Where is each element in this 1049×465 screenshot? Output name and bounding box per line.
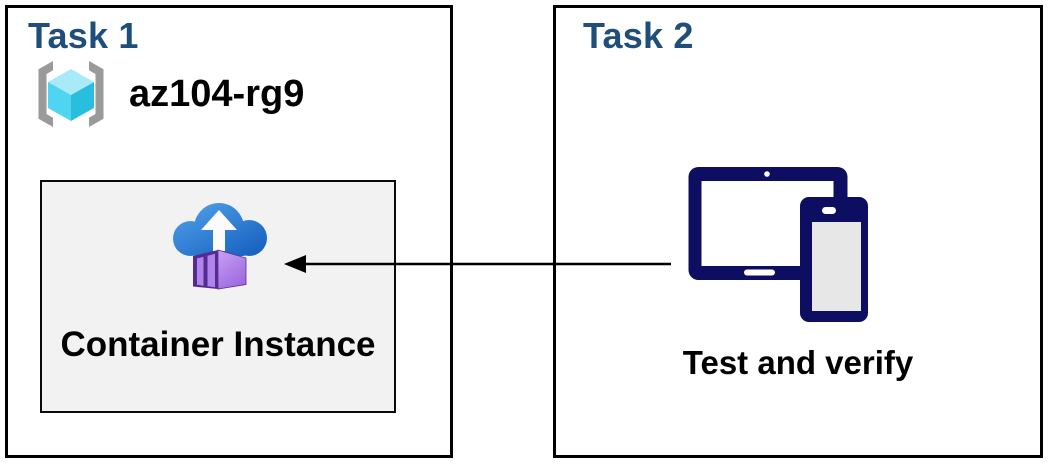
resource-group-name: az104-rg9 — [129, 72, 305, 115]
test-verify-label: Test and verify — [682, 344, 914, 381]
phone-icon — [800, 197, 868, 322]
azure-resource-group-icon — [38, 61, 104, 127]
task2-title: Task 2 — [583, 15, 694, 56]
container-instance-label: Container Instance — [60, 325, 376, 364]
container-instance-box: Container Instance — [40, 180, 396, 413]
container-box-shape — [193, 249, 247, 290]
resource-group: az104-rg9 — [33, 61, 304, 127]
azure-container-instances-icon — [173, 203, 267, 290]
tablet-and-phone-devices-icon — [688, 167, 868, 322]
task2-box: Task 2 Test and verify — [553, 5, 1043, 458]
task1-box: Task 1 az104-rg9 — [5, 5, 453, 458]
task1-title: Task 1 — [28, 15, 139, 56]
upload-arrow-icon — [201, 210, 237, 251]
left-arrow-connector — [284, 255, 671, 273]
